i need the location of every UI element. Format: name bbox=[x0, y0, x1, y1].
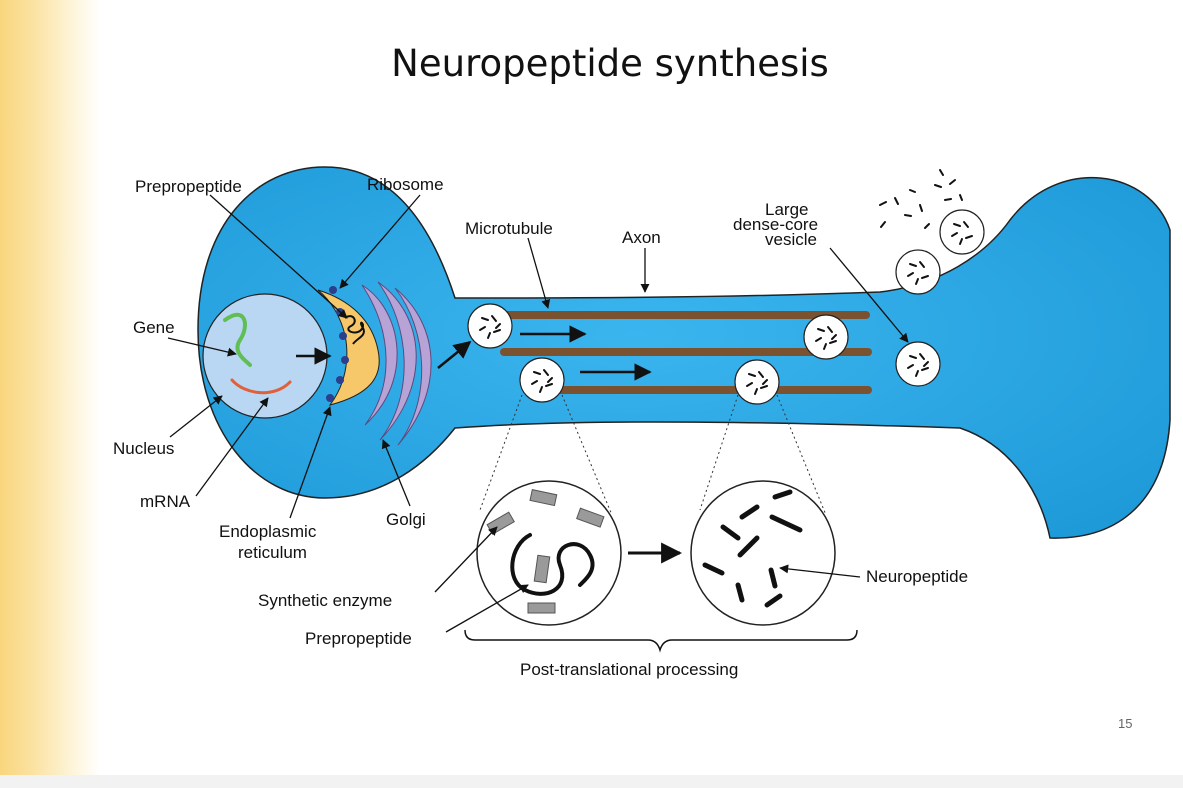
golgi-apparatus bbox=[361, 281, 432, 446]
prepropeptide-chain bbox=[510, 533, 595, 596]
label-ribosome: Ribosome bbox=[367, 175, 444, 194]
slide-number: 15 bbox=[1118, 716, 1133, 731]
label-nucleus: Nucleus bbox=[113, 439, 174, 458]
slide-side-band bbox=[0, 0, 100, 775]
label-synthetic-enzyme: Synthetic enzyme bbox=[258, 591, 392, 610]
label-microtubule: Microtubule bbox=[465, 219, 553, 238]
slide-title: Neuropeptide synthesis bbox=[391, 42, 829, 85]
dense-core-vesicles bbox=[467, 209, 985, 405]
label-er-line1: Endoplasmic bbox=[219, 522, 317, 541]
leader-lines bbox=[167, 194, 909, 633]
processing-brace bbox=[464, 629, 858, 653]
vesicle-contents bbox=[479, 169, 973, 395]
label-golgi: Golgi bbox=[386, 510, 426, 529]
label-neuropeptide: Neuropeptide bbox=[866, 567, 968, 586]
label-vesicle-line2: dense-core bbox=[733, 215, 818, 234]
label-er-line2: reticulum bbox=[238, 543, 307, 562]
endoplasmic-reticulum bbox=[317, 289, 380, 406]
gene-strand bbox=[223, 312, 252, 367]
label-prepropeptide-top: Prepropeptide bbox=[135, 177, 242, 196]
magnified-neuropeptide-circle bbox=[690, 480, 836, 626]
label-prepropeptide-bottom: Prepropeptide bbox=[305, 629, 412, 648]
transport-arrows bbox=[296, 325, 652, 381]
neuropeptides bbox=[702, 489, 803, 608]
label-axon: Axon bbox=[622, 228, 661, 247]
microtubules bbox=[485, 311, 872, 394]
label-post-translational: Post-translational processing bbox=[520, 660, 738, 679]
label-vesicle-line1: Large bbox=[765, 200, 808, 219]
zoom-lines bbox=[479, 394, 827, 516]
ribosomes bbox=[326, 286, 349, 402]
label-vesicle-line3: vesicle bbox=[765, 230, 817, 249]
label-mrna: mRNA bbox=[140, 492, 191, 511]
er-prepropeptide-squiggle bbox=[344, 315, 365, 345]
label-gene: Gene bbox=[133, 318, 175, 337]
mrna-strand bbox=[230, 378, 292, 395]
slide-bottom-bar bbox=[0, 775, 1183, 788]
